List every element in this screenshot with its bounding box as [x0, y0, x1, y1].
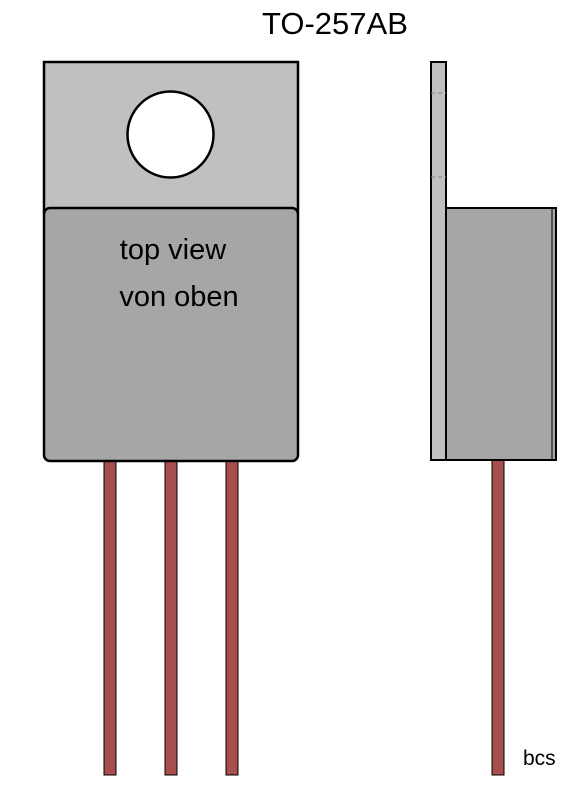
package-title: TO-257AB: [262, 6, 408, 41]
package-body: [42, 206, 300, 463]
mounting-hole: [126, 90, 215, 179]
front-view-leads: [103, 459, 239, 776]
von-oben-label: von oben: [119, 281, 239, 313]
side-view-body: [445, 207, 557, 461]
side-view-lead: [491, 459, 505, 776]
lead-middle: [164, 459, 178, 776]
side-view-tab: [430, 61, 447, 461]
top-view-label: top view: [119, 234, 227, 266]
lead-right: [225, 459, 239, 776]
author-signature: bcs: [523, 747, 556, 770]
lead-left: [103, 459, 117, 776]
